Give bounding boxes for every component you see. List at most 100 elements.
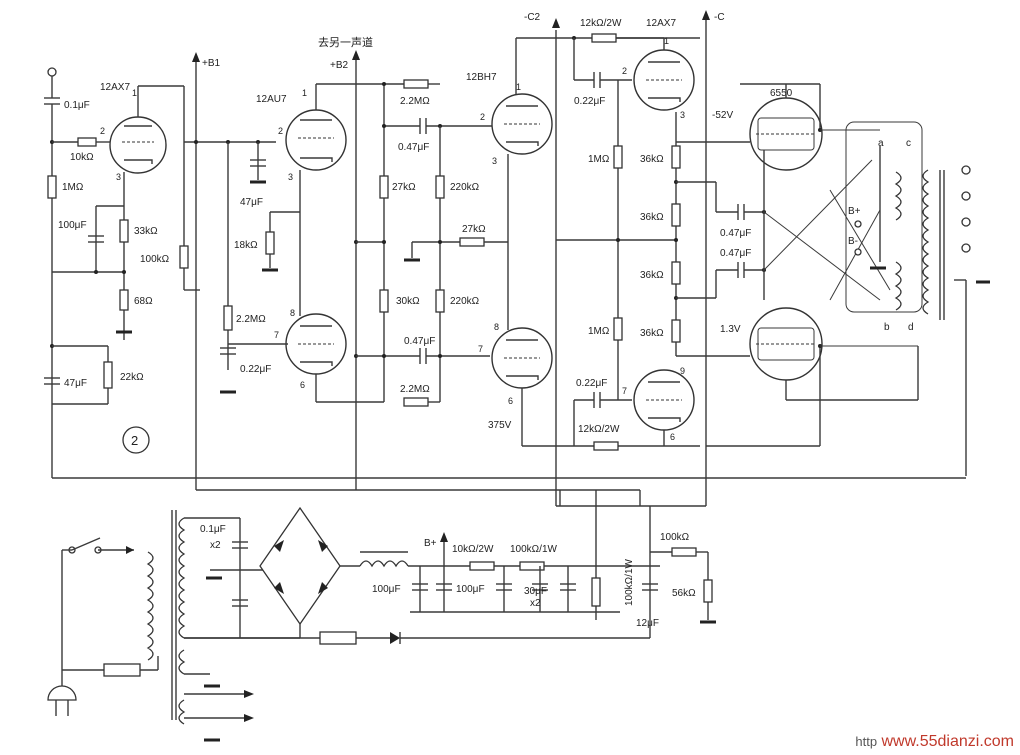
speaker-terminal-icon <box>961 217 971 227</box>
tap-a-label: a <box>878 138 884 149</box>
c-30u-label: 30μF <box>524 586 547 597</box>
resistor-27k-b <box>459 237 485 247</box>
pin-label: 2 <box>100 126 105 136</box>
r-22k-label: 22kΩ <box>120 372 144 383</box>
driver-stage: 2.2MΩ 0.47μF 27kΩ 220kΩ 27kΩ 30kΩ 220kΩ … <box>356 12 700 506</box>
resistor-18k <box>265 231 275 255</box>
resistor-12k-top <box>591 33 617 43</box>
tap-b-label: b <box>884 322 890 333</box>
x2-a-label: x2 <box>210 540 221 551</box>
pin-label: 8 <box>290 308 295 318</box>
r-12k-top-label: 12kΩ/2W <box>580 18 622 29</box>
resistor-10k <box>77 137 97 147</box>
resistor-1m-a <box>613 145 623 169</box>
b2-label: +B2 <box>330 60 349 71</box>
arrow-up-icon <box>352 50 360 60</box>
r-g1-label: 10kΩ <box>70 152 94 163</box>
pin-label: 9 <box>680 366 685 376</box>
diagram-number-badge <box>122 426 150 454</box>
input-stage: 0.1μF 10kΩ 2 1MΩ 12AX7 1 3 100kΩ 33kΩ 10… <box>44 67 200 478</box>
c-0-47-c-label: 0.47μF <box>720 228 751 239</box>
r-27k-b-label: 27kΩ <box>462 224 486 235</box>
c2-label: -C2 <box>524 12 541 23</box>
pin-label: 2 <box>480 112 485 122</box>
arrow-right-icon <box>244 690 254 698</box>
r-36k-3-label: 36kΩ <box>640 270 664 281</box>
r-100k-1w-a-label: 100kΩ/1W <box>510 544 558 555</box>
pin-label: 2 <box>278 126 283 136</box>
c-label: -C <box>714 12 725 23</box>
r-100k-a-label: 100kΩ <box>140 254 170 265</box>
r-36k-4-label: 36kΩ <box>640 328 664 339</box>
r-12k-bottom-label: 12kΩ/2W <box>578 424 620 435</box>
tap-d-label: d <box>908 322 914 333</box>
resistor-22k <box>103 361 113 389</box>
c-0-22-a-label: 0.22μF <box>240 364 271 375</box>
speaker-terminal-icon <box>961 191 971 201</box>
pin-label: 1 <box>302 88 307 98</box>
c-12u-label: 12μF <box>636 618 659 629</box>
resistor-220k-b <box>435 289 445 313</box>
arrow-right-icon <box>126 546 134 554</box>
watermark-site: www.55dianzi.com <box>881 733 1015 750</box>
r-2-2m-a-label: 2.2MΩ <box>236 314 266 325</box>
speaker-terminal-icon <box>961 243 971 253</box>
c-0-1-psu-label: 0.1μF <box>200 524 226 535</box>
diode-icon <box>318 540 328 552</box>
resistor-100k-a <box>179 245 189 269</box>
c-47u-a-label: 47μF <box>64 378 87 389</box>
r-36k-1-label: 36kΩ <box>640 154 664 165</box>
r-36k-2-label: 36kΩ <box>640 212 664 223</box>
resistor-2-2m-a <box>223 305 233 331</box>
bplus-out-label: B+ <box>848 206 861 217</box>
pin-label: 1 <box>516 82 521 92</box>
power-supply: 0.1μF x2 100μF B+ 100μF 10kΩ/2W 100kΩ/1W <box>47 489 716 742</box>
output-stage: 12kΩ/2W 12AX7 0.22μF 1 2 3 -C 1MΩ 1MΩ 36… <box>52 10 990 506</box>
watermark: http www.55dianzi.com <box>855 733 1014 751</box>
pin-label: 6 <box>508 396 513 406</box>
pin-label: 3 <box>680 110 685 120</box>
v13-label: 1.3V <box>720 324 741 335</box>
b1-label: +B1 <box>202 58 221 69</box>
resistor-30k <box>379 289 389 313</box>
resistor-2-2m-b <box>403 79 429 89</box>
resistor-10k-2w <box>469 561 495 571</box>
arrow-up-icon <box>440 532 448 542</box>
c-0-22-c-label: 0.22μF <box>576 378 607 389</box>
pin-label: 1 <box>132 88 137 98</box>
watermark-prefix: http <box>855 734 878 749</box>
resistor-bias-icon <box>319 631 357 645</box>
resistor-1m-in <box>47 175 57 199</box>
bridge-rectifier-icon <box>259 506 341 626</box>
resistor-36k-1 <box>671 145 681 169</box>
pin-label: 1 <box>664 36 669 46</box>
resistor-100k-psu <box>671 547 697 557</box>
tube-12bh7-label: 12BH7 <box>466 72 497 83</box>
r-27k-a-label: 27kΩ <box>392 182 416 193</box>
diode-icon <box>318 582 328 594</box>
r-220k-a-label: 220kΩ <box>450 182 480 193</box>
r-220k-b-label: 220kΩ <box>450 296 480 307</box>
r-68-label: 68Ω <box>134 296 153 307</box>
tube-12au7-top-icon <box>285 109 347 171</box>
r-2-2m-b-label: 2.2MΩ <box>400 96 430 107</box>
r-2-2m-c-label: 2.2MΩ <box>400 384 430 395</box>
r-33k-label: 33kΩ <box>134 226 158 237</box>
plug-icon <box>47 685 77 701</box>
pin-label: 3 <box>492 156 497 166</box>
x2-b-label: x2 <box>530 598 541 609</box>
pin-label: 7 <box>274 330 279 340</box>
tap-c-label: c <box>906 138 911 149</box>
c-47u-b-label: 47μF <box>240 197 263 208</box>
c-0-47-a-label: 0.47μF <box>398 142 429 153</box>
r-10k-2w-label: 10kΩ/2W <box>452 544 494 555</box>
r-18k-label: 18kΩ <box>234 240 258 251</box>
c-100u-label: 100μF <box>58 220 87 231</box>
fuse-icon <box>103 663 141 677</box>
pin-label: 2 <box>622 66 627 76</box>
resistor-56k <box>703 579 713 603</box>
tube-12ax7-a-label: 12AX7 <box>100 82 130 93</box>
neg52v-label: -52V <box>712 110 733 121</box>
pin-label: 6 <box>670 432 675 442</box>
c-100u-psu-b-label: 100μF <box>456 584 485 595</box>
